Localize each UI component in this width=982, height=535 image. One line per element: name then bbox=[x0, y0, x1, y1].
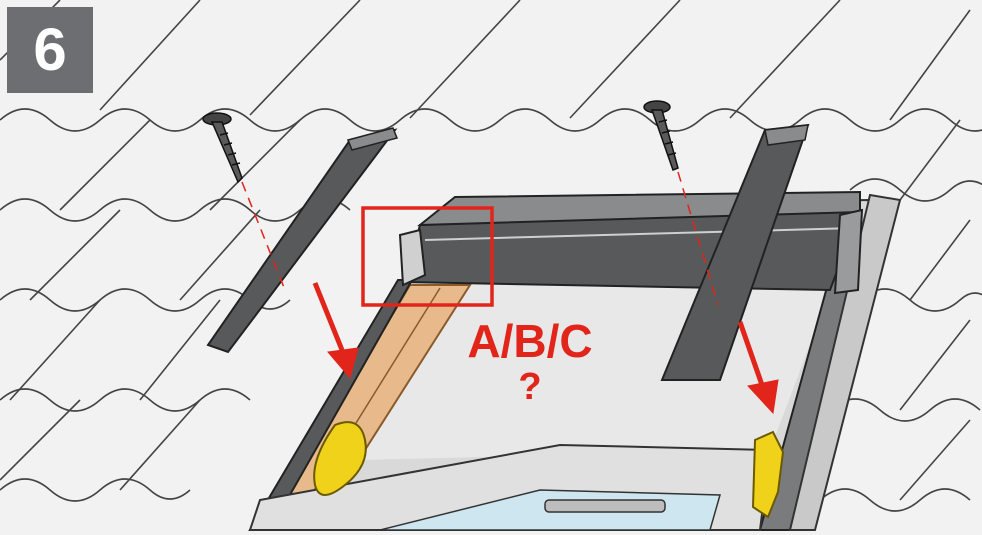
handle-bar bbox=[544, 499, 666, 513]
right-flashing-strip-top bbox=[764, 124, 809, 146]
highlight-box bbox=[361, 206, 494, 307]
left-screw-guide bbox=[241, 181, 286, 291]
cover-end-cap bbox=[833, 208, 864, 295]
right-screw bbox=[643, 100, 679, 171]
left-arrow bbox=[312, 282, 359, 380]
options-label: A/B/C bbox=[467, 315, 593, 367]
step-number-badge: 6 bbox=[7, 7, 93, 93]
step-number: 6 bbox=[33, 16, 67, 83]
right-arrow bbox=[737, 321, 779, 415]
top-cover-edge bbox=[424, 227, 856, 241]
right-bracket bbox=[751, 430, 785, 519]
top-cover-clip bbox=[398, 228, 427, 287]
left-bracket bbox=[313, 421, 367, 496]
question-mark: ? bbox=[518, 366, 542, 408]
right-flashing bbox=[788, 193, 902, 531]
left-screw bbox=[202, 112, 243, 184]
left-flashing-strip-top bbox=[346, 127, 399, 151]
right-screw-guide bbox=[677, 171, 719, 306]
